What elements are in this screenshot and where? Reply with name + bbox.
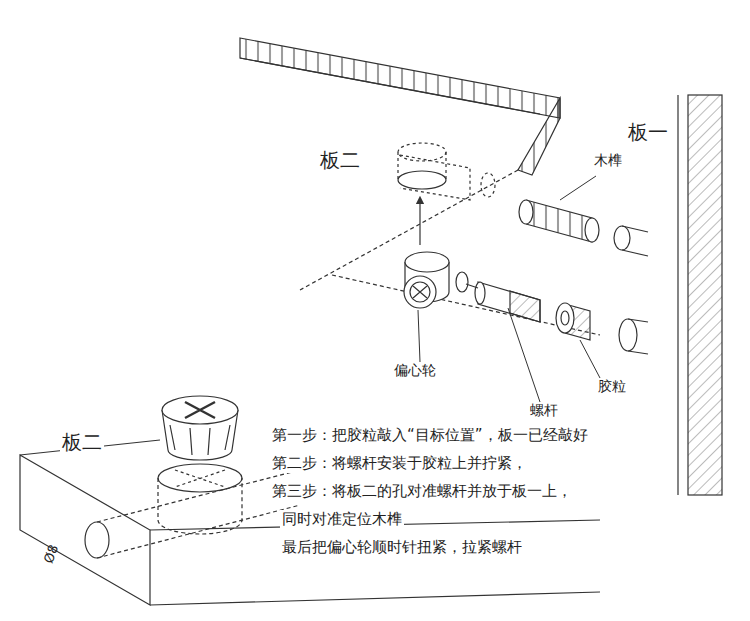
- glue-nut: [556, 303, 648, 354]
- part-label: 偏心轮: [392, 362, 438, 380]
- board-label: 板二: [60, 430, 104, 455]
- board-label: 板二: [318, 148, 362, 173]
- part-label: 木榫: [592, 152, 624, 170]
- dimension-label: Ø8: [40, 541, 63, 568]
- leader-lines: [418, 176, 600, 402]
- part-label: 胶粒: [596, 378, 628, 396]
- instruction-text: 第一步：把胶粒敲入“目标位置”，板一已经敲好: [270, 426, 590, 445]
- board-two-top: [240, 38, 600, 335]
- part-label: 螺杆: [528, 402, 560, 420]
- board-two-bottom: [20, 396, 600, 605]
- cam-lock: [404, 252, 449, 308]
- instruction-text: 最后把偏心轮顺时针扭紧，拉紧螺杆: [280, 538, 524, 557]
- dowel: [519, 200, 648, 256]
- instruction-text: 第三步：将板二的孔对准螺杆并放于板一上，: [270, 482, 574, 501]
- instruction-text: 第二步：将螺杆安装于胶粒上并拧紧，: [270, 454, 529, 473]
- board-one: [678, 95, 722, 495]
- board-label: 板一: [626, 120, 670, 145]
- bolt: [456, 272, 540, 322]
- instruction-text: 同时对准定位木榫: [280, 510, 404, 529]
